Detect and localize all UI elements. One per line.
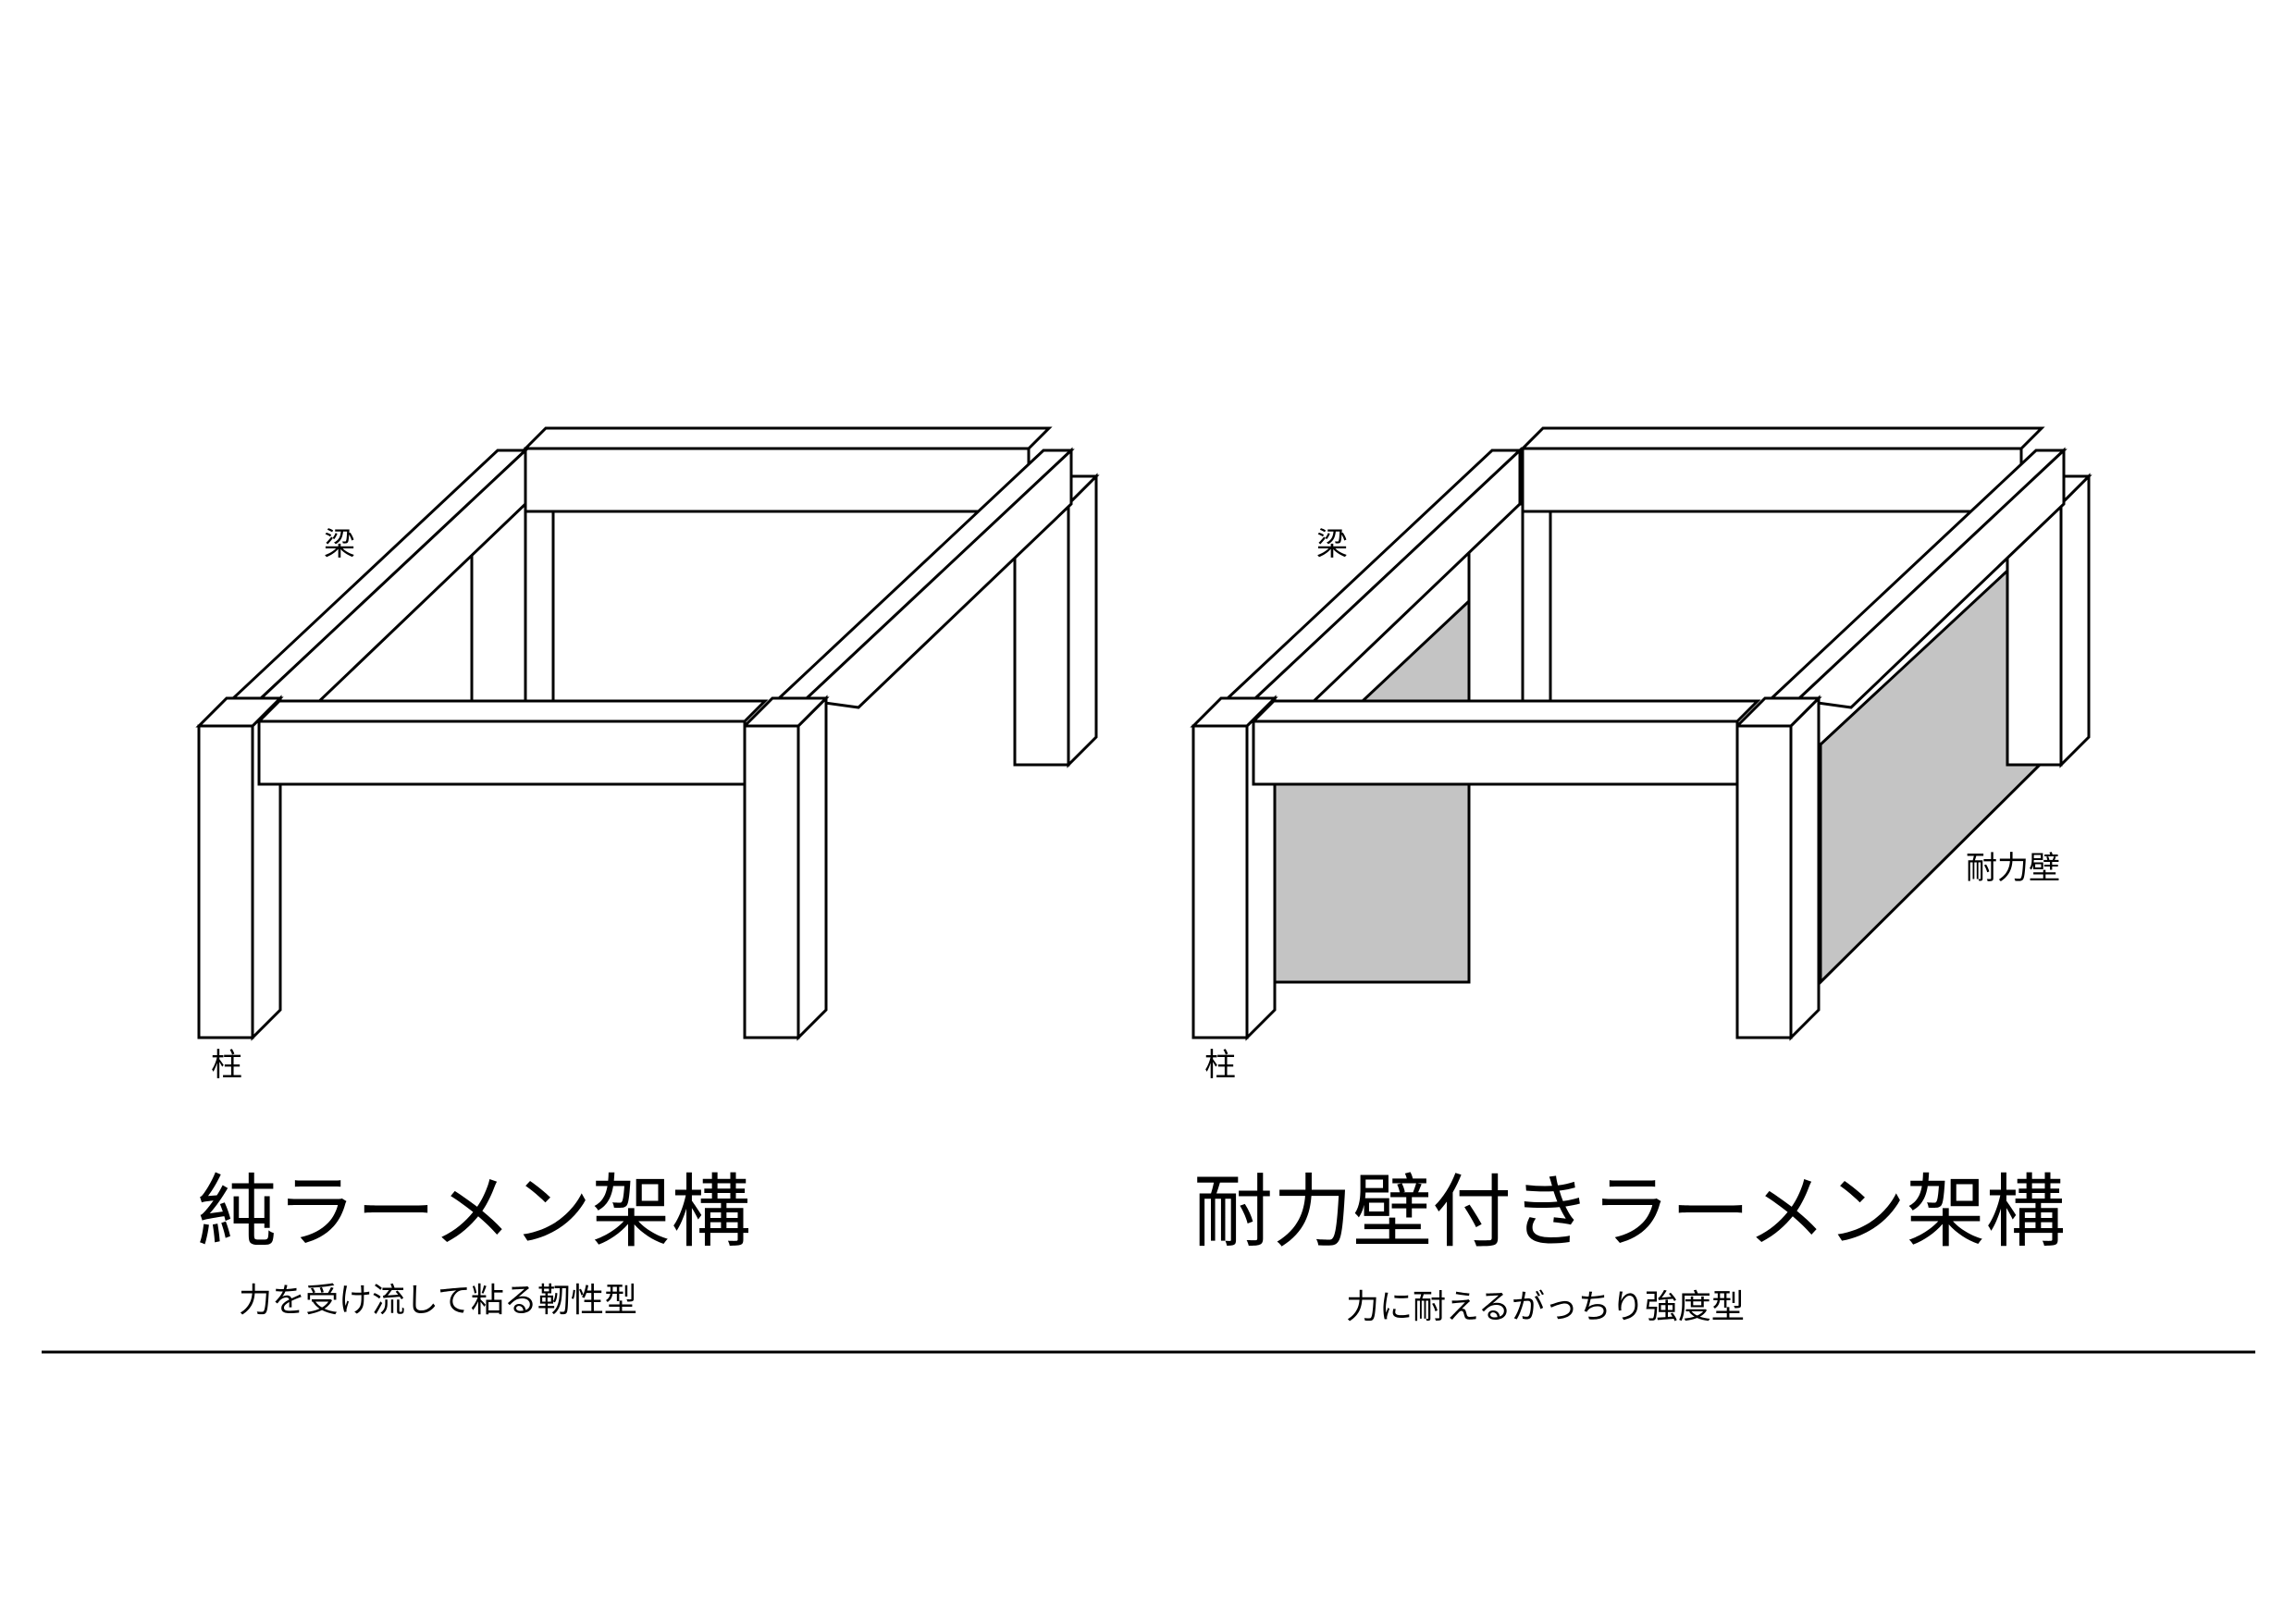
shear-wall-frame: 梁 柱 耐力壁	[1190, 426, 2092, 1084]
right-subtitle: 力に耐えるがっちり強度型	[1346, 1288, 1745, 1326]
beam-label: 梁	[324, 526, 355, 563]
beam-front	[1250, 699, 1761, 786]
beam-front	[255, 699, 769, 786]
column-label: 柱	[211, 1047, 242, 1084]
left-title: 純ラーメン架構	[197, 1166, 751, 1259]
beam-back	[1519, 426, 2045, 513]
beam-back	[522, 426, 1053, 513]
beam-right-side	[1766, 447, 2068, 709]
shear-wall-label: 耐力壁	[1966, 850, 2060, 887]
left-subtitle: 力を受け流して粘る靭性型	[239, 1282, 637, 1320]
beam-label: 梁	[1316, 526, 1348, 563]
column-label: 柱	[1204, 1047, 1236, 1084]
column-front-right	[1734, 695, 1822, 1041]
column-back-right	[2004, 473, 2092, 768]
column-front-left	[1190, 695, 1278, 1041]
pure-rigid-frame: 梁 柱	[195, 426, 1100, 1084]
right-title: 耐力壁付きラーメン架構	[1193, 1166, 2066, 1259]
column-front-right	[741, 695, 830, 1041]
beam-left-side	[1222, 447, 1524, 709]
